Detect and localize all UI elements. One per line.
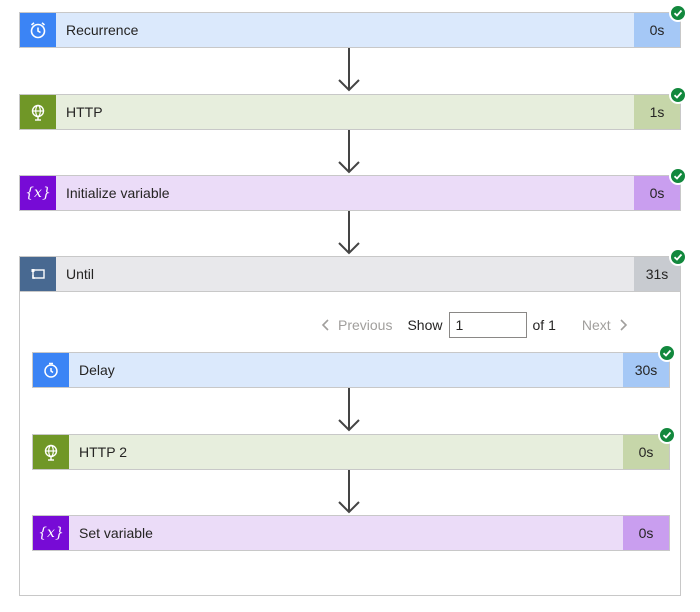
show-label: Show	[407, 317, 443, 333]
success-check-icon	[669, 248, 687, 266]
step-title: Delay	[79, 362, 115, 378]
chevron-right-icon	[620, 319, 627, 331]
success-check-icon	[669, 86, 687, 104]
globe-icon	[20, 95, 56, 129]
alarm-clock-icon	[20, 13, 56, 47]
step-http[interactable]: HTTP 1s	[19, 94, 681, 130]
timer-icon	[33, 353, 69, 387]
globe-icon	[33, 435, 69, 469]
page-number-input[interactable]	[448, 312, 527, 338]
step-set-variable[interactable]: {x} Set variable 0s	[32, 515, 670, 551]
step-delay[interactable]: Delay 30s	[32, 352, 670, 388]
flow-arrow-icon	[338, 130, 360, 174]
success-check-icon	[658, 426, 676, 444]
next-label: Next	[581, 317, 611, 333]
page-count-label: of 1	[532, 317, 556, 333]
step-duration: 1s	[634, 95, 680, 129]
variable-icon: {x}	[33, 516, 69, 550]
flow-arrow-icon	[338, 48, 360, 92]
step-title: HTTP 2	[79, 444, 127, 460]
step-title: Initialize variable	[66, 185, 170, 201]
chevron-left-icon	[321, 319, 329, 331]
iteration-pager: Previous Show of 1 Next	[320, 310, 629, 340]
step-duration: 0s	[623, 516, 669, 550]
step-duration: 0s	[623, 435, 669, 469]
step-until[interactable]: Until 31s	[19, 256, 681, 292]
step-title: Until	[66, 266, 95, 282]
flow-arrow-icon	[338, 388, 360, 432]
step-initialize-variable[interactable]: {x} Initialize variable 0s	[19, 175, 681, 211]
variable-icon: {x}	[20, 176, 56, 210]
success-check-icon	[669, 167, 687, 185]
loop-icon	[20, 257, 56, 291]
previous-label: Previous	[338, 317, 393, 333]
step-title: Recurrence	[66, 22, 139, 38]
step-recurrence[interactable]: Recurrence 0s	[19, 12, 681, 48]
step-title: HTTP	[66, 104, 103, 120]
next-button[interactable]: Next	[582, 317, 629, 333]
success-check-icon	[658, 344, 676, 362]
flow-arrow-icon	[338, 470, 360, 514]
previous-button[interactable]: Previous	[320, 317, 392, 333]
step-title: Set variable	[79, 525, 153, 541]
flow-arrow-icon	[338, 211, 360, 255]
step-http-2[interactable]: HTTP 2 0s	[32, 434, 670, 470]
success-check-icon	[669, 4, 687, 22]
